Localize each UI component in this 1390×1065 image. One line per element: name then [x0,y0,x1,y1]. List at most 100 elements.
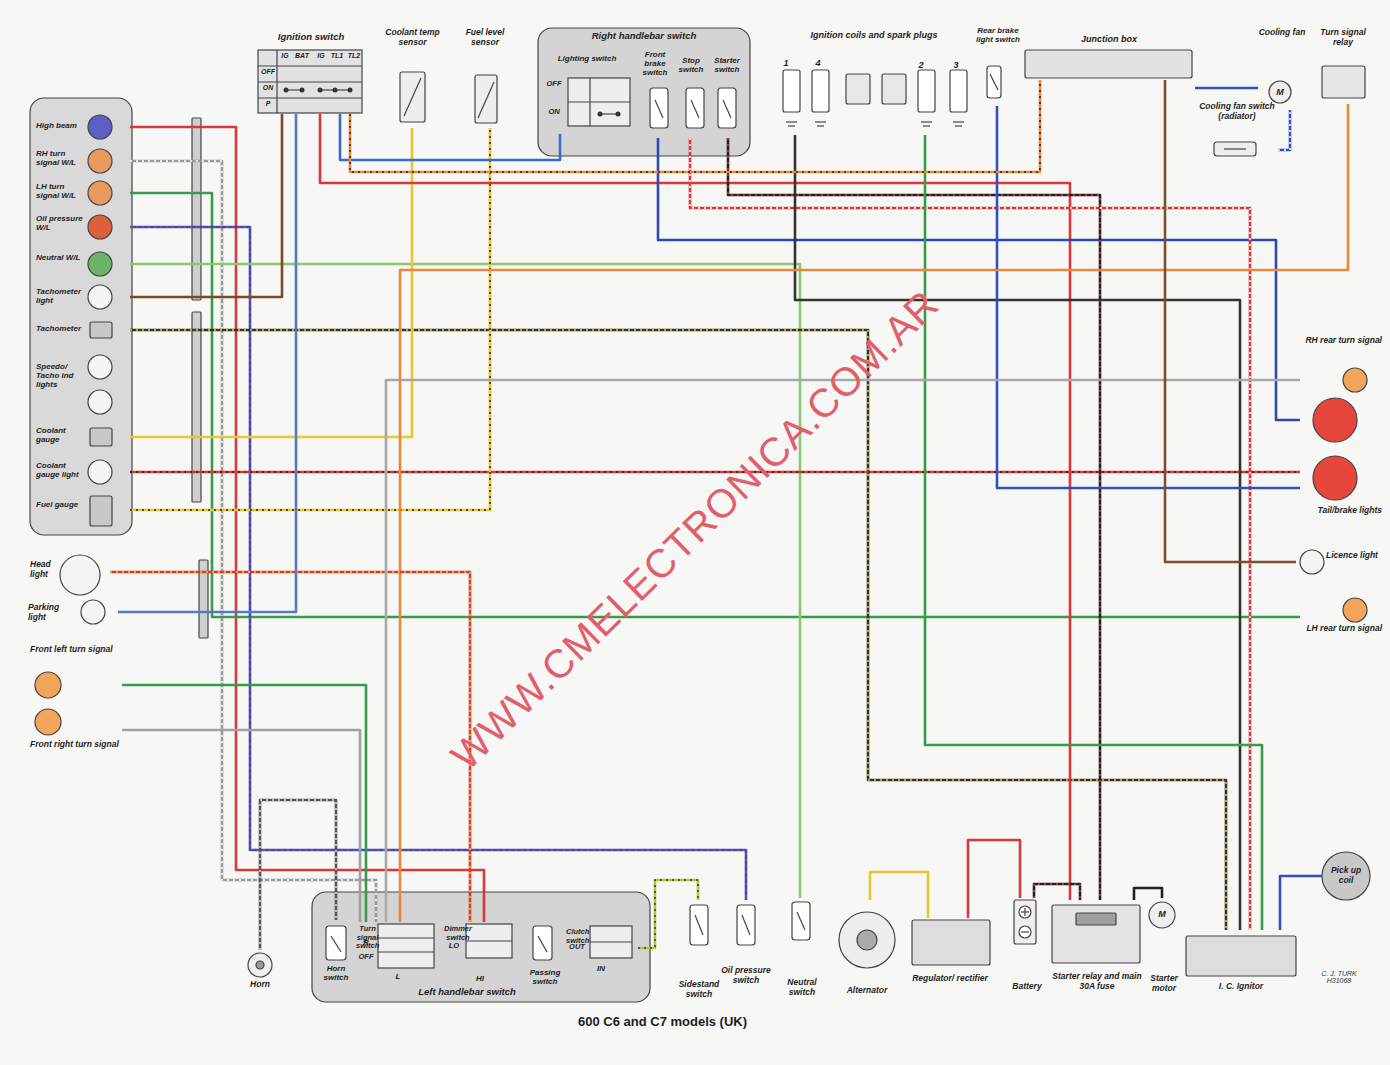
wire-core [1165,80,1296,562]
ignition-coil [846,74,870,104]
lighting-switch: Lighting switchOFFON [542,50,634,134]
bulb [60,555,100,595]
terminal-label: OFF [356,953,376,962]
switch-blade [695,915,703,935]
relay-body [1052,905,1140,963]
switch-symbol [690,905,708,945]
wire [968,840,1020,918]
component-label: RH turn signal W/L [36,149,86,167]
neutral-switch: Neutral switch [778,898,828,1000]
component-label: Regulator/ rectifier [908,974,992,984]
contact-bar [600,113,618,114]
warning-lamp: Oil pressure W/L [34,212,130,244]
meter-light: Tachometer light [34,284,130,312]
turn-signal-lamp: RH rear turn signal [1300,336,1386,394]
parking-lamp: Parking light [28,598,118,628]
sensor-arrow [478,82,494,118]
terminal-label: ON [542,108,566,117]
component-label: Starter relay and main 30A fuse [1050,972,1144,992]
component-label: Lighting switch [542,54,632,63]
terminal-label: 3 [950,60,962,70]
wire [130,330,1226,930]
component-label: Coolant gauge [36,426,86,444]
alternator-body [839,912,895,968]
component-label: Junction box [1025,34,1193,44]
component-label: High beam [36,121,86,130]
ground [955,125,962,126]
handlebar-switch-housing: Left handlebar switchHorn switchTurn sig… [312,892,650,1002]
bulb [1313,456,1357,500]
wire-core [130,471,1300,474]
junction-box [1025,50,1192,78]
wire [997,106,1300,488]
component-label: Horn [240,980,280,990]
table-rule [589,78,590,126]
switch-table [590,926,632,958]
starter-relay: Starter relay and main 30A fuse [1050,900,1146,996]
terminal-label: HI [444,974,516,983]
wire [130,472,1300,473]
wire-core [638,880,698,948]
wire-core [260,800,336,950]
component-label: Ignition switch [262,32,360,43]
wire [1034,884,1080,900]
warning-lamp: Neutral W/L [34,250,130,278]
starter-switch: Starter switch [708,54,748,138]
component-label: Passing switch [526,968,564,986]
component-label: Rear brake light switch [973,26,1023,44]
turn-signal-lamp: Front right turn signal [30,708,122,760]
component-label: Licence light [1326,551,1382,561]
table-rule [466,940,512,941]
horn: Horn [240,950,282,1000]
switch-housing [312,892,650,1002]
switch-symbol [686,88,704,128]
component-label: I. C. Ignitor [1184,982,1298,992]
fuse [1076,913,1116,925]
tail-brake-lamp: Tail/brake lights [1300,398,1386,530]
switch-symbol [987,66,1001,98]
component-label: Starter switch [708,56,746,74]
fuel-gauge: Fuel gauge [34,494,130,528]
wire-core [1195,87,1258,90]
terminal-label: IG [314,52,328,60]
terminal-label: M [1156,909,1168,919]
wire-stripe [638,880,698,948]
spark-plug [812,70,829,112]
table-rule [378,951,434,952]
cooling-fan: Cooling fanM [1258,26,1308,110]
wire [130,193,1300,617]
wire [122,730,360,922]
wire-core [997,106,1300,488]
component-label: Oil pressure switch [720,966,772,986]
fan-motor [1269,81,1291,103]
terminal [1019,906,1031,918]
wire [130,114,282,297]
switch-blade [538,936,547,952]
meter-light: Coolant gauge light [34,459,130,487]
terminal-label: L [356,972,440,981]
gauge [90,428,112,446]
wire [122,685,366,922]
wire-core [728,138,1100,900]
watermark: WWW.CMELECTRONICA.COM.AR [442,281,947,778]
component-label: Coolant gauge light [36,461,86,479]
wire-core [1280,876,1322,930]
wire-core [130,161,376,922]
warning-lamp: High beam [34,113,130,141]
wire-core [386,380,1300,922]
instrument-panel [30,98,132,535]
plus-sign [1024,908,1025,916]
bulb [1313,398,1357,442]
tachometer: Tachometer [34,318,130,342]
wire [320,114,1070,900]
terminal-label: 2 [915,60,927,70]
turn-signal-relay: Turn signal relay [1318,26,1370,104]
sensor-arrow [404,78,421,116]
coolant-gauge: Coolant gauge [34,423,130,451]
stop-switch: Stop switch [676,54,708,138]
bulb [1343,598,1367,622]
starter-motor: Starter motorM [1144,898,1186,998]
warning-lamp [88,215,112,239]
caption: 600 C6 and C7 models (UK) [578,1014,747,1029]
wire-core [1034,884,1080,900]
